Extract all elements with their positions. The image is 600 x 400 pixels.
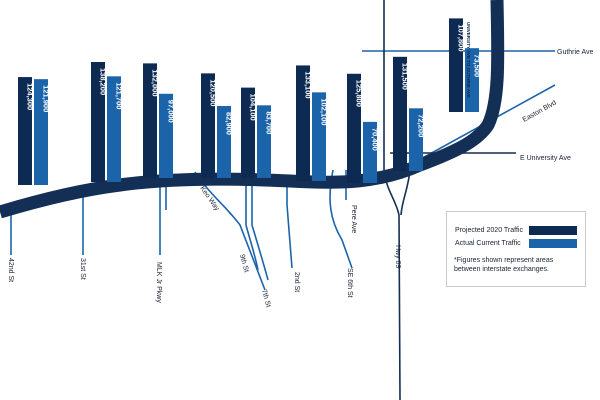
street-label-7: SE 6th St (346, 268, 353, 298)
bar-label-projected-2: 132,000 (151, 69, 160, 96)
east-street-label-0: Guthrie Ave (557, 49, 594, 56)
legend-actual-swatch (529, 239, 577, 248)
bar-label-projected-3: 120,500 (209, 79, 218, 106)
legend-projected-label: Projected 2020 Traffic (455, 227, 523, 234)
bar-label-projected-5: 133,100 (304, 71, 313, 98)
legend-actual-row: Actual Current Traffic (455, 239, 577, 248)
street-label-4: 9th St (238, 254, 250, 274)
bar-label-projected-6: 125,800 (355, 80, 364, 107)
street-label-5: 7th St (260, 289, 272, 309)
bar-label-actual-5: 102,100 (320, 98, 329, 125)
bar-actual-2 (159, 93, 173, 178)
bar-label-projected-7: 131,500 (401, 63, 410, 90)
bar-projected-3 (201, 73, 215, 178)
bar-actual-0 (34, 79, 48, 185)
bar-actual-4 (257, 105, 271, 178)
bar-actual-7 (409, 108, 423, 171)
road-network (0, 0, 556, 400)
bar-label-actual-7: 72,200 (417, 114, 426, 137)
bar-actual-5 (312, 92, 326, 181)
bar-projected-0 (18, 77, 32, 185)
2nd-st-road (286, 185, 293, 269)
street-label-1: 31st St (79, 258, 86, 280)
bar-series: 124,300 138,200 132,000 120,500 104,100 133,1… (18, 18, 482, 185)
street-label-6: 2nd St (293, 272, 300, 292)
bar-projected-6 (347, 73, 361, 183)
legend-actual-label: Actual Current Traffic (455, 240, 521, 247)
bar-label-projected-8: 107,800 (457, 24, 466, 51)
bar-projected-1 (91, 62, 105, 182)
bar-projected-8 (449, 18, 463, 112)
bar-label-actual-4: 83,700 (265, 111, 274, 134)
street-label-9: Hwy 69 (394, 245, 401, 268)
hwy-69-ramp-left (383, 169, 401, 400)
legend-note: *Figures shown represent areas between i… (454, 257, 554, 273)
bar-label-actual-6: 70,400 (371, 128, 380, 151)
bar-label-actual-0: 121,900 (42, 85, 51, 112)
bar-label-actual-8: 73,500 (473, 54, 482, 77)
legend-projected-row: Projected 2020 Traffic (455, 226, 577, 235)
legend: Projected 2020 Traffic Actual Current Tr… (446, 211, 586, 287)
bar-label-projected-1: 138,200 (99, 68, 108, 95)
9th-st-road (245, 170, 259, 271)
bar-label-actual-1: 121,700 (115, 82, 124, 109)
bar-label-projected-0: 124,300 (26, 83, 35, 110)
interstate-road (0, 0, 505, 219)
bar-actual-3 (217, 106, 231, 178)
street-label-2: MLK Jr Pkwy (155, 262, 162, 303)
7th-st-road (251, 170, 269, 281)
bar-actual-6 (363, 121, 377, 183)
bar-label-actual-2: 97,000 (167, 100, 176, 123)
bar-projected-4 (241, 87, 255, 178)
bar-label-actual-3: 82,900 (225, 112, 234, 135)
bar-projected-5 (296, 65, 310, 181)
street-label-8: Pere Ave (350, 205, 357, 233)
legend-projected-swatch (529, 226, 577, 235)
street-label-0: 42nd St (7, 258, 14, 282)
bar-label-projected-4: 104,100 (249, 94, 258, 121)
bar-actual-1 (107, 76, 121, 182)
bar-actual-8 (465, 48, 479, 112)
east-street-label-1: Easton Blvd (522, 99, 558, 123)
bar-projected-2 (143, 63, 157, 179)
east-street-label-2: E University Ave (520, 155, 571, 162)
bar-projected-7 (393, 56, 407, 171)
bar-note-label: UNIVERSITY AVE TO GUTHRIE AVE (466, 22, 471, 98)
